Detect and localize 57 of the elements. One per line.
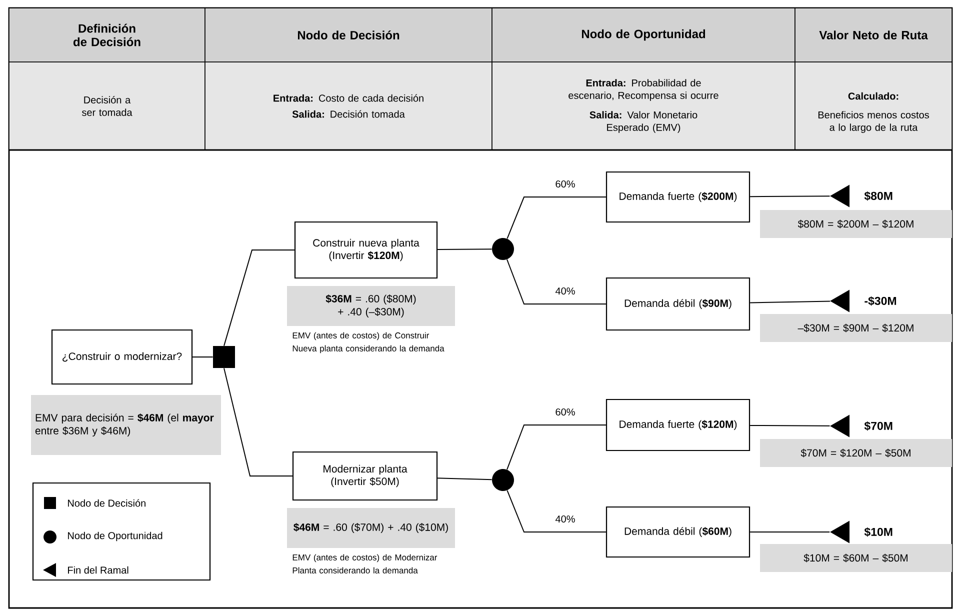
process-box: ¿Construir o modernizar? xyxy=(51,329,193,385)
formula-box: $70M = $120M – $50M xyxy=(760,439,952,467)
edge-label: 40% xyxy=(555,515,575,523)
connector-line xyxy=(750,300,831,304)
end-triangle xyxy=(830,414,850,438)
cell-text: Decisión a ser tomada xyxy=(82,96,132,116)
formula-box: $10M = $60M – $50M xyxy=(760,544,952,572)
connector-line xyxy=(506,424,606,470)
payoff-value: $70M xyxy=(864,421,892,431)
legend-text: Nodo de Oportunidad xyxy=(68,532,162,542)
formula-box: $36M = .60 ($80M) + .40 (–$30M) xyxy=(287,286,455,326)
payoff-value: -$30M xyxy=(864,296,896,306)
formula-box: $46M = .60 ($70M) + .40 ($10M) xyxy=(287,508,455,548)
end-triangle xyxy=(830,520,850,544)
connector-line xyxy=(224,368,293,476)
formula-box: $80M = $200M – $120M xyxy=(760,210,952,238)
cell-text: Entrada: Costo de cada decisión xyxy=(274,94,424,102)
header-cell: Definición de Decisión xyxy=(8,8,206,62)
process-box: Demanda débil ($60M) xyxy=(606,506,750,558)
connector-line xyxy=(437,478,492,480)
process-box: Modernizar planta (Invertir $50M) xyxy=(292,451,438,501)
cell-text: Beneficios menos costos a lo largo de la ruta xyxy=(818,111,929,133)
edge-label: 60% xyxy=(556,408,575,416)
header-cell: Nodo de Decisión xyxy=(204,8,492,62)
legend-text: Fin del Ramal xyxy=(68,566,128,574)
cell-text: Entrada: Probabilidad de escenario, Recompensa si ocurre xyxy=(568,79,718,101)
end-triangle xyxy=(830,184,850,208)
decision-square xyxy=(213,346,235,368)
payoff-value: $80M xyxy=(864,191,892,201)
cell-text: Calculado: xyxy=(848,92,898,100)
legend-text: Nodo de Decisión xyxy=(68,499,146,507)
edge-label: 40% xyxy=(555,287,575,295)
formula-box: –$30M = $90M – $120M xyxy=(760,314,952,342)
chance-circle xyxy=(492,238,514,260)
chance-circle xyxy=(492,469,514,491)
header-cell: Valor Neto de Ruta xyxy=(794,8,952,62)
process-box: Demanda fuerte ($200M) xyxy=(606,171,750,223)
connector-line xyxy=(750,196,830,198)
header-cell: Nodo de Oportunidad xyxy=(492,8,796,62)
connector-line xyxy=(750,424,830,426)
connector-line xyxy=(437,248,492,250)
edge-label: 60% xyxy=(556,180,575,188)
connector-line xyxy=(192,356,214,358)
process-box: Demanda débil ($90M) xyxy=(606,277,750,331)
cell-text: Salida: Decisión tomada xyxy=(292,110,405,118)
formula-box: EMV para decisión = $46M (el mayor entre $36M y $46M) xyxy=(31,395,221,455)
payoff-value: $10M xyxy=(864,527,892,537)
connector-line xyxy=(506,196,606,240)
connector-line xyxy=(506,258,606,304)
connector-line xyxy=(506,490,606,532)
connector-line xyxy=(224,250,295,346)
cell-text: Salida: Valor Monetario Esperado (EMV) xyxy=(590,111,698,133)
note-text: EMV (antes de costos) de Construir Nueva planta considerando la demanda xyxy=(292,332,444,354)
process-box: Demanda fuerte ($120M) xyxy=(606,398,750,452)
note-text: EMV (antes de costos) de Modernizar Planta considerando la demanda xyxy=(292,554,438,574)
end-triangle xyxy=(830,290,850,312)
process-box: Construir nueva planta (Invertir $120M) xyxy=(294,221,438,279)
